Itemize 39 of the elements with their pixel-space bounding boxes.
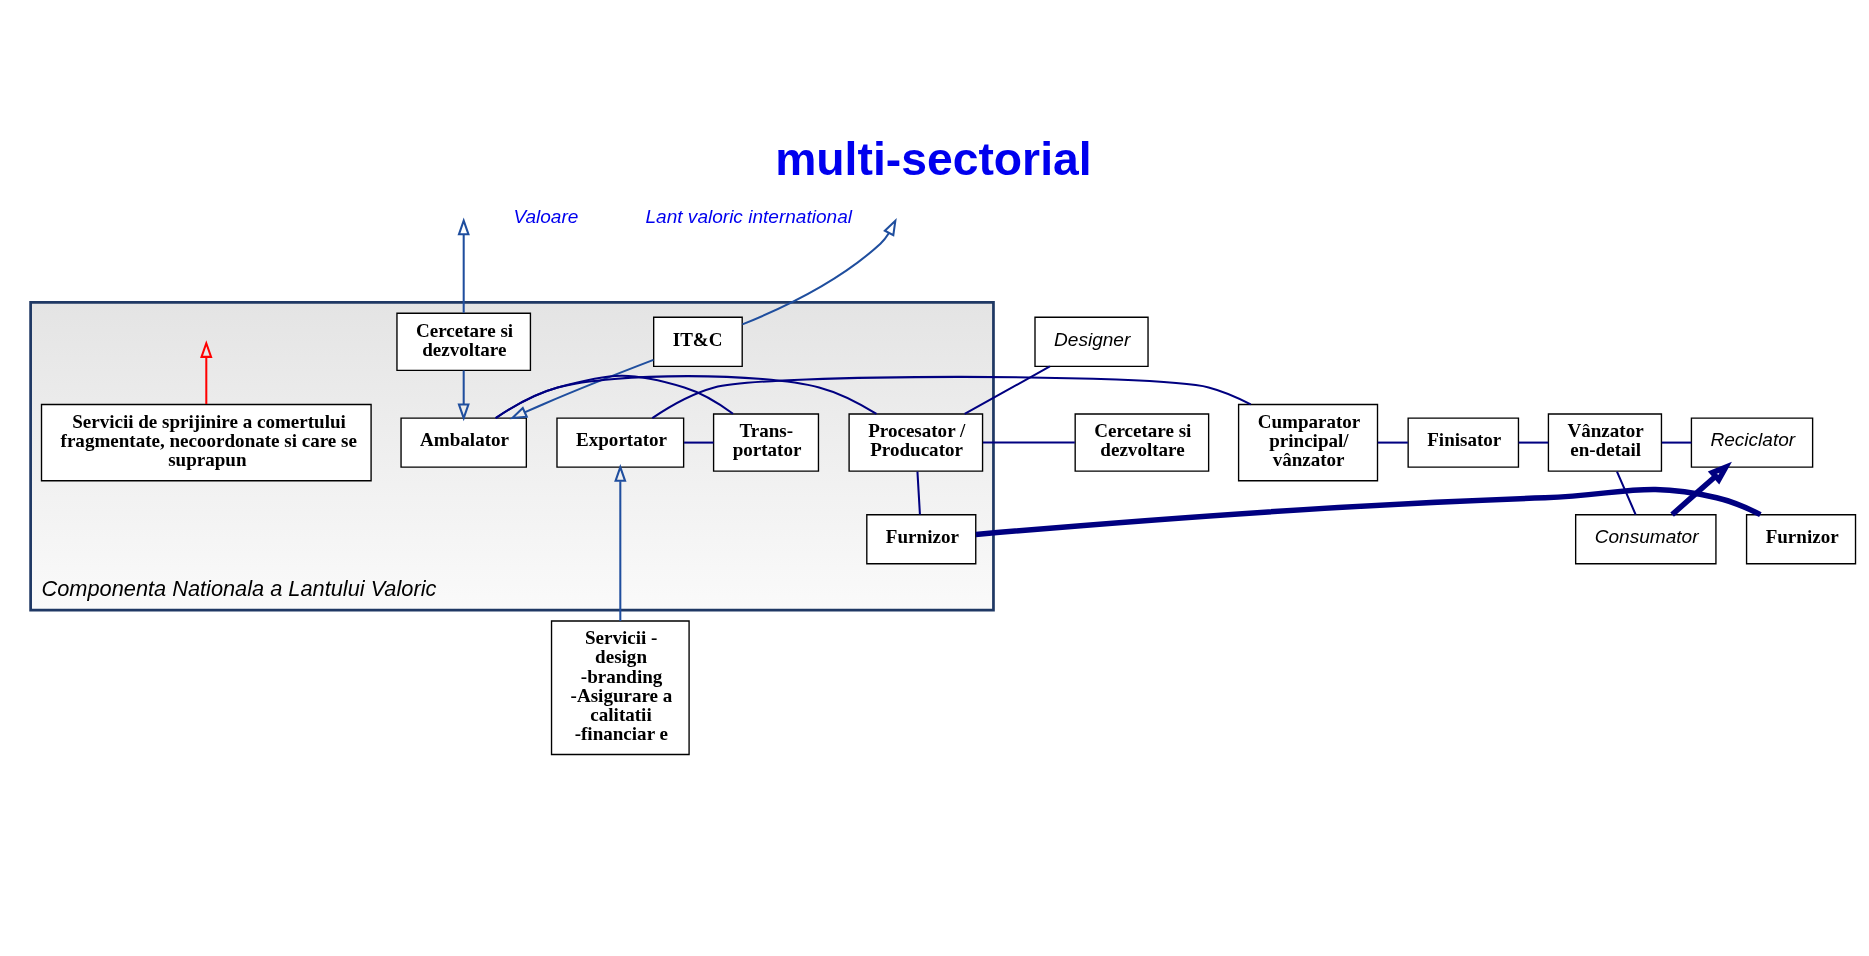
diagram-title: multi-sectorial (775, 132, 1092, 185)
connector (495, 374, 734, 419)
connector (1518, 441, 1549, 444)
node-box: Consumator (1575, 514, 1717, 565)
connector (1616, 471, 1637, 515)
connector (684, 441, 714, 444)
connector (1661, 441, 1692, 444)
node-box: Furnizor (866, 514, 977, 565)
label: Lant valoric international (645, 205, 852, 227)
arrow (742, 218, 897, 326)
node-box: Trans- portator (712, 413, 820, 472)
arrow (509, 358, 654, 420)
label: Valoare (513, 205, 579, 227)
arrow (457, 370, 470, 422)
node-box: Cercetare si dezvoltare (1074, 413, 1210, 472)
node-box: Vânzator en-detail (1547, 413, 1663, 472)
node-box: Cumparator principal/ vânzator (1237, 403, 1379, 482)
node-box: Ambalator (400, 417, 527, 468)
connector (495, 375, 877, 419)
node-box: Designer (1034, 316, 1149, 367)
connector (916, 471, 921, 515)
node-box: IT&C (653, 316, 743, 367)
connector (982, 441, 1075, 444)
node-box: Cercetare si dezvoltare (396, 312, 532, 372)
arrow (1670, 461, 1732, 517)
arrow (200, 340, 213, 404)
node-box: Servicii - design -branding -Asigurare a calitatii -financiar e (550, 620, 690, 756)
arrow (457, 217, 470, 313)
arrow (614, 464, 627, 621)
node-box: Finisator (1407, 417, 1520, 468)
node-box: Exportator (556, 417, 685, 468)
connector (975, 486, 1762, 538)
connector (964, 365, 1051, 415)
connector (651, 375, 1252, 419)
node-box: Reciclator (1690, 417, 1814, 468)
node-box: Servicii de sprijinire a comertului fragmentate, necoordonate si care se suprapun (40, 403, 372, 482)
node-box: Procesator / Producator (848, 413, 984, 472)
connector (1377, 441, 1408, 444)
node-box: Furnizor (1745, 514, 1857, 565)
